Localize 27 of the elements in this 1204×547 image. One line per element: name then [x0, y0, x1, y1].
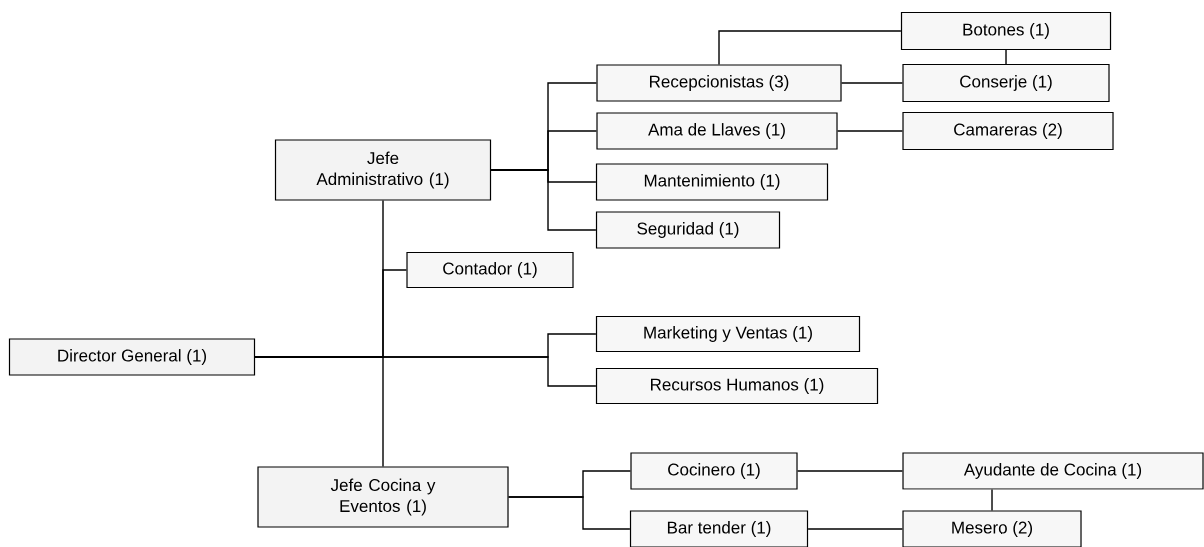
org-box: Conserje (1) [902, 63, 1110, 103]
org-box: Mesero (2) [902, 510, 1082, 547]
connector-line [507, 496, 631, 530]
connector-line [807, 528, 904, 530]
org-box: Camareras (2) [902, 111, 1114, 151]
org-box: Jefe Cocina y Eventos (1) [257, 466, 509, 528]
org-box: Mantenimiento (1) [595, 163, 829, 201]
connector-line [718, 30, 902, 66]
connector-line [796, 470, 904, 472]
connector-line [840, 82, 904, 84]
connector-line [836, 130, 904, 132]
org-box: Seguridad (1) [595, 211, 781, 249]
org-box: Marketing y Ventas (1) [595, 315, 861, 353]
org-box: Recepcionistas (3) [596, 64, 842, 102]
org-box: Cocinero (1) [630, 452, 798, 490]
connector-line [254, 356, 597, 387]
org-box: Ayudante de Cocina (1) [902, 452, 1204, 490]
org-box: Jefe Administrativo (1) [274, 139, 492, 201]
org-box: Contador (1) [406, 251, 574, 289]
org-box: Director General (1) [8, 338, 256, 376]
org-box: Bar tender (1) [629, 510, 809, 547]
org-box: Recursos Humanos (1) [595, 367, 879, 405]
connector-line [1005, 49, 1007, 65]
org-box: Botones (1) [900, 11, 1112, 51]
connector-line [490, 169, 597, 231]
org-box: Ama de Llaves (1) [596, 112, 838, 150]
connector-line [991, 488, 993, 512]
